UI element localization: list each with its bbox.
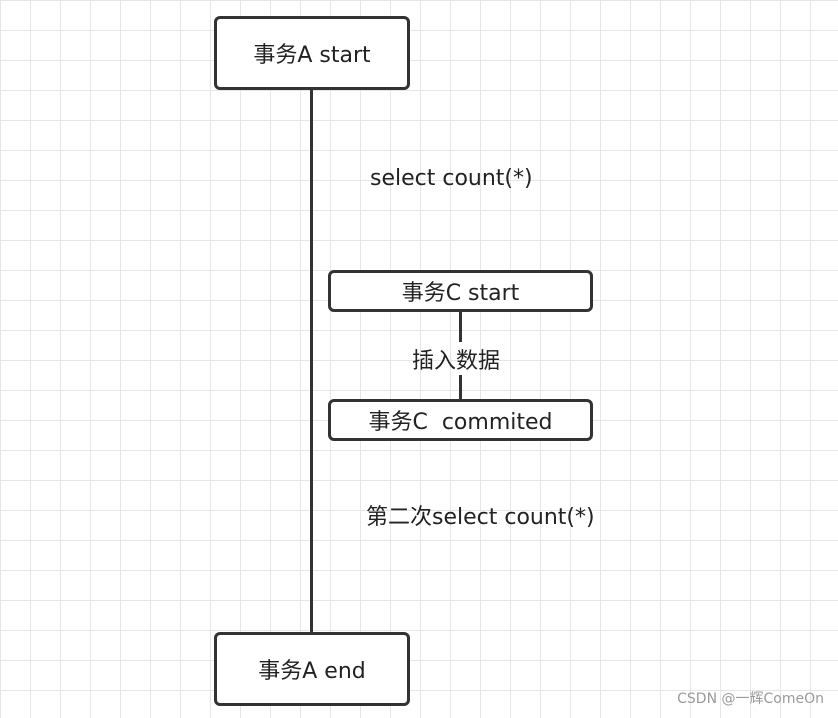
insert-data-label: 插入数据: [412, 349, 501, 374]
transaction-c-connector-bottom: [459, 375, 462, 399]
transaction-a-timeline: [310, 90, 313, 632]
transaction-a-end-node: 事务A end: [214, 632, 410, 706]
transaction-a-start-node: 事务A start: [214, 16, 410, 90]
first-select-label: select count(*): [370, 166, 533, 191]
second-select-label: 第二次select count(*): [366, 505, 595, 530]
transaction-c-connector-top: [459, 312, 462, 342]
transaction-c-committed-node: 事务C commited: [328, 399, 593, 441]
transaction-c-start-node: 事务C start: [328, 270, 593, 312]
watermark: CSDN @一辉ComeOn: [677, 691, 824, 707]
